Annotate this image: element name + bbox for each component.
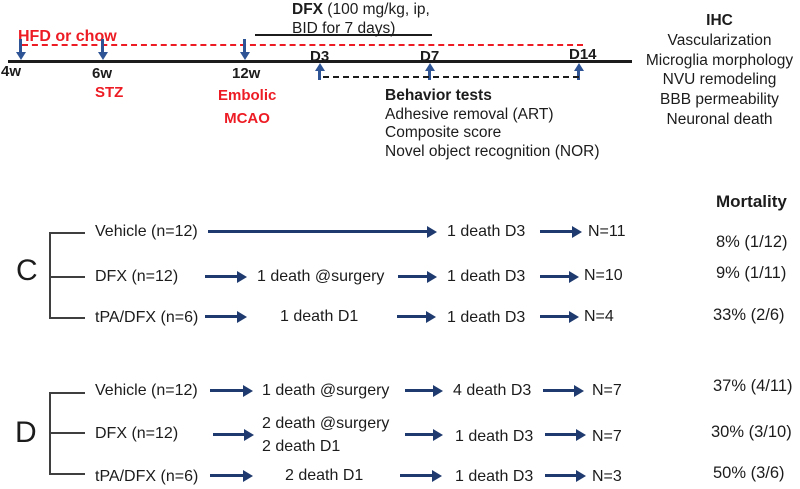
- step-label: 1 death @surgery: [257, 268, 385, 285]
- group-c-bracket-vertical: [49, 232, 51, 319]
- flow-arrow: [543, 384, 584, 397]
- ihc-item: NVU remodeling: [662, 71, 777, 89]
- treatment-name: DFX: [292, 1, 323, 18]
- step-label: 2 death @surgery: [262, 415, 390, 432]
- week12-marker-arrow: [243, 39, 246, 52]
- step-label: 1 death D3: [447, 309, 526, 326]
- week12-label: 12w: [232, 65, 261, 82]
- flow-arrow: [210, 384, 253, 397]
- behavior-tests-block: Behavior tests Adhesive removal (ART) Co…: [385, 87, 600, 161]
- ihc-item: Microglia morphology: [645, 51, 794, 69]
- timeline-axis: [8, 60, 632, 63]
- final-n: N=10: [584, 267, 623, 284]
- flow-arrow: [545, 469, 586, 482]
- mortality-value: 33% (2/6): [713, 306, 785, 324]
- group-d-label: D: [15, 416, 37, 449]
- mortality-value: 8% (1/12): [716, 233, 788, 251]
- day14-marker-arrow: [577, 71, 580, 80]
- behavior-period-dashed-line: [323, 76, 579, 78]
- day3-label: D3: [310, 48, 330, 65]
- flow-arrow: [205, 310, 247, 323]
- flow-arrow: [205, 270, 247, 283]
- flow-arrow: [397, 310, 436, 323]
- step-label: 1 death @surgery: [262, 382, 390, 399]
- group-c-bracket-tick: [49, 232, 85, 234]
- final-n: N=7: [592, 382, 622, 399]
- behavior-test-item: Composite score: [385, 124, 502, 141]
- behavior-tests-title: Behavior tests: [385, 87, 492, 104]
- final-n: N=3: [592, 468, 622, 485]
- step-label: 1 death D1: [280, 308, 359, 325]
- behavior-test-item: Adhesive removal (ART): [385, 105, 554, 123]
- day14-label: D14: [569, 46, 597, 63]
- flow-arrow: [405, 384, 443, 397]
- week4-label: 4w: [1, 63, 22, 80]
- flow-row-group-name: tPA/DFX (n=6): [95, 468, 199, 485]
- group-d-bracket-tick: [49, 473, 85, 475]
- week6-marker-arrow: [101, 39, 104, 52]
- treatment-duration-line: [255, 34, 432, 36]
- behavior-test-item: Novel object recognition (NOR): [385, 142, 600, 160]
- mortality-value: 37% (4/11): [713, 377, 793, 395]
- final-n: N=4: [584, 308, 614, 325]
- flow-arrow: [398, 270, 437, 283]
- flow-arrow: [405, 428, 443, 441]
- final-n: N=11: [588, 223, 626, 240]
- week6-label: 6w: [92, 65, 113, 82]
- stz-label: STZ: [95, 84, 124, 101]
- day7-label: D7: [420, 48, 440, 65]
- group-c-bracket-tick: [49, 276, 85, 278]
- mcao-label-line1: Embolic: [218, 87, 277, 104]
- week4-marker-arrow: [19, 39, 22, 52]
- ihc-block: IHC Vascularization Microglia morphology…: [637, 11, 800, 130]
- flow-arrow: [210, 469, 253, 482]
- step-label: 2 death D1: [262, 437, 341, 455]
- step-label-two-line: 2 death @surgery 2 death D1: [262, 413, 389, 458]
- group-c-label: C: [16, 254, 38, 287]
- flow-arrow: [540, 270, 579, 283]
- group-d-bracket-tick: [49, 432, 85, 434]
- flow-arrow: [400, 469, 442, 482]
- flow-row-group-name: Vehicle (n=12): [95, 382, 198, 399]
- flow-row-group-name: DFX (n=12): [95, 425, 179, 442]
- group-d-bracket-tick: [49, 392, 85, 394]
- step-label: 4 death D3: [453, 382, 532, 399]
- flow-row-group-name: Vehicle (n=12): [95, 223, 198, 240]
- ihc-item: Neuronal death: [666, 110, 773, 128]
- step-label: 2 death D1: [285, 467, 364, 484]
- day3-marker-arrow: [318, 71, 321, 80]
- ihc-item: Vascularization: [667, 31, 772, 49]
- mortality-header: Mortality: [716, 192, 787, 211]
- treatment-label-line1: DFX (100 mg/kg, ip,: [292, 0, 430, 19]
- group-c-bracket-tick: [49, 317, 85, 319]
- mortality-value: 30% (3/10): [711, 423, 792, 441]
- ihc-item: BBB permeability: [660, 91, 779, 109]
- step-label: 1 death D3: [447, 268, 526, 285]
- mcao-label-line2: MCAO: [224, 110, 270, 127]
- flow-arrow: [540, 310, 579, 323]
- final-n: N=7: [592, 428, 622, 445]
- flow-arrow: [208, 225, 437, 238]
- treatment-dose: (100 mg/kg, ip,: [323, 1, 430, 18]
- flow-arrow: [545, 428, 586, 441]
- mortality-value: 50% (3/6): [713, 464, 785, 482]
- flow-row-group-name: tPA/DFX (n=6): [95, 309, 199, 326]
- flow-row-group-name: DFX (n=12): [95, 268, 179, 285]
- diet-duration-dashed-line: [22, 44, 583, 46]
- flow-arrow: [213, 428, 254, 441]
- day7-marker-arrow: [428, 71, 431, 80]
- step-label: 1 death D3: [455, 468, 534, 485]
- treatment-label-line2: BID for 7 days): [292, 20, 396, 37]
- mortality-value: 9% (1/11): [716, 264, 787, 282]
- step-label: 1 death D3: [455, 428, 534, 445]
- diet-label: HFD or chow: [18, 28, 117, 45]
- ihc-title: IHC: [706, 12, 733, 29]
- step-label: 1 death D3: [447, 223, 526, 240]
- flow-arrow: [540, 225, 582, 238]
- mcao-label: Embolic MCAO: [218, 84, 276, 130]
